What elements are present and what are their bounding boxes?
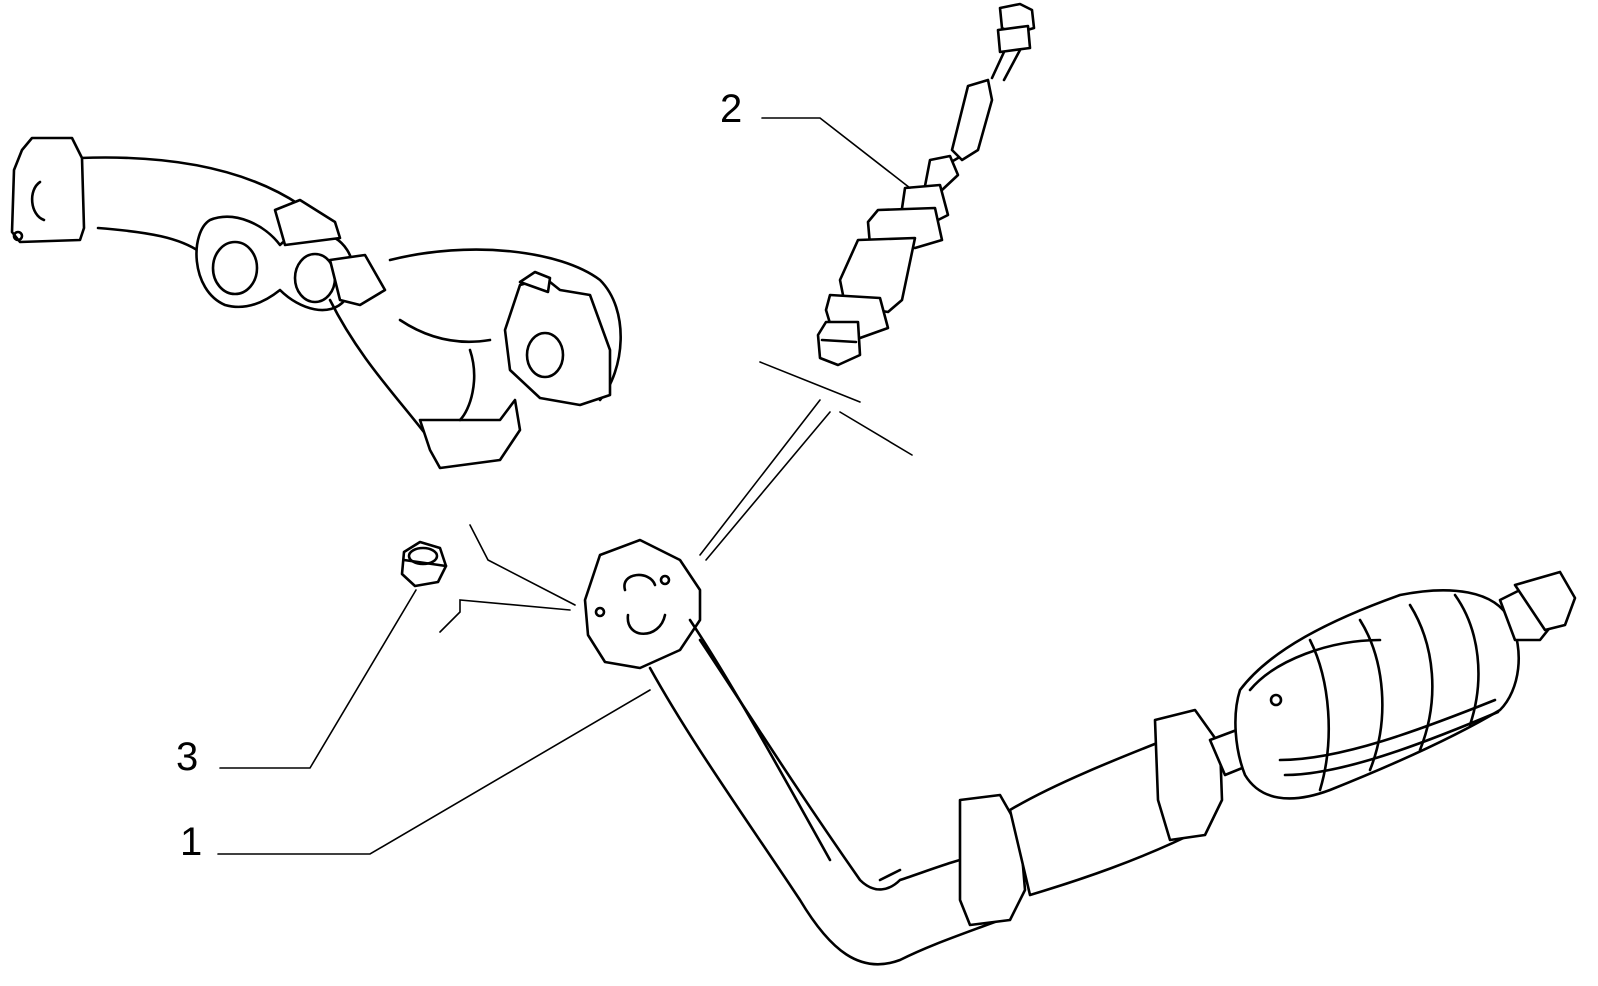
exhaust-manifold — [10, 136, 622, 470]
front-pipe-catalyst — [583, 538, 1577, 966]
callout-2-label: 2 — [720, 87, 742, 131]
stud-install-guide — [439, 524, 576, 633]
oxygen-sensor — [816, 2, 1036, 367]
callout-3: 3 — [176, 589, 417, 779]
callout-1-label: 1 — [180, 820, 202, 864]
callout-3-label: 3 — [176, 735, 198, 779]
flange-nut — [400, 540, 448, 588]
callout-1: 1 — [180, 689, 651, 864]
callout-2: 2 — [720, 87, 911, 189]
sensor-install-guide — [699, 361, 913, 561]
